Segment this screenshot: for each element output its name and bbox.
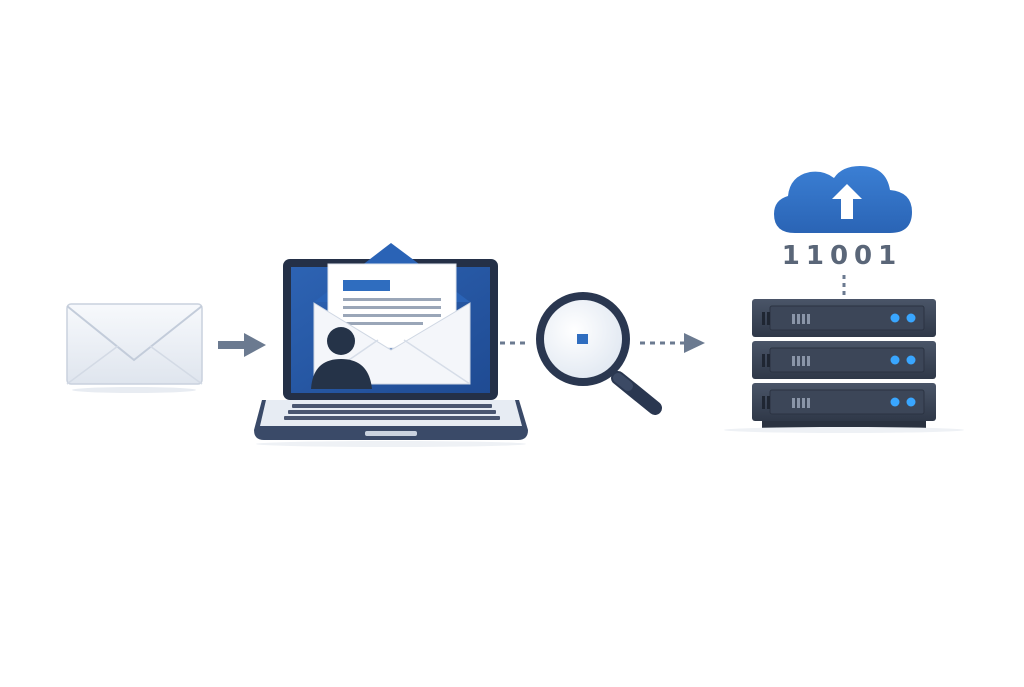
magnifier-icon (536, 292, 662, 415)
server-rack-icon (724, 299, 964, 433)
server-unit (752, 341, 936, 379)
envelope-icon (66, 303, 203, 393)
user-avatar-icon (311, 327, 372, 389)
arrow-right-icon (218, 333, 266, 357)
dashed-arrow-right-icon (640, 333, 705, 353)
cloud-upload-icon (774, 166, 912, 233)
server-unit (752, 383, 936, 421)
binary-label: 11001 (782, 241, 902, 271)
server-unit (752, 299, 936, 337)
